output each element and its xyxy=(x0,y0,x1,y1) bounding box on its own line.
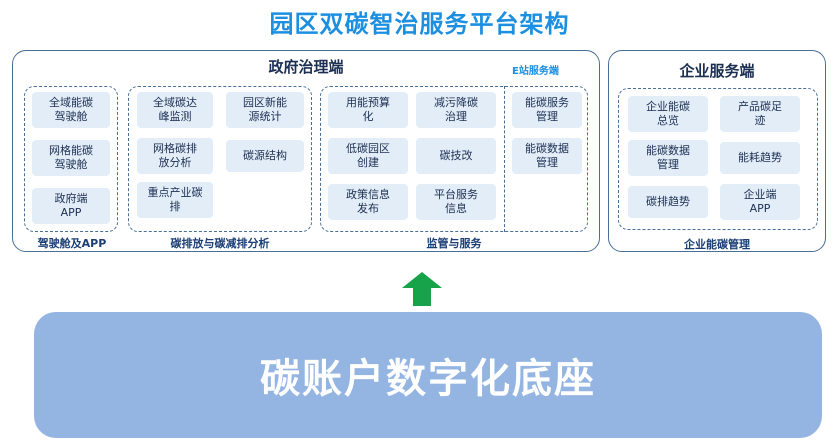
estation-item: 能碳数据 管理 xyxy=(512,138,582,174)
estation-item: 能碳服务 管理 xyxy=(512,92,582,128)
up-arrow-icon xyxy=(402,272,442,306)
gov-panel xyxy=(12,50,600,252)
estation-divider xyxy=(504,86,505,232)
supervision-group-label: 监管与服务 xyxy=(426,237,482,250)
cockpit-group xyxy=(24,86,118,232)
ent-item: 企业端 APP xyxy=(720,184,800,220)
emission-group-label: 碳排放与碳减排分析 xyxy=(170,237,270,250)
estation-label: E站服务端 xyxy=(512,66,559,77)
emission-item: 碳源结构 xyxy=(226,140,304,172)
emission-item: 园区新能 源统计 xyxy=(226,92,304,128)
ent-item: 能耗趋势 xyxy=(720,142,800,174)
supervision-item: 低碳园区 创建 xyxy=(328,138,408,174)
cockpit-item: 网格能碳 驾驶舱 xyxy=(32,140,110,176)
ent-item: 企业能碳 总览 xyxy=(628,96,708,132)
supervision-item: 政策信息 发布 xyxy=(328,184,408,220)
ent-item: 产品碳足 迹 xyxy=(720,96,800,132)
gov-panel-title: 政府治理端 xyxy=(268,58,344,76)
ent-group xyxy=(618,88,818,230)
supervision-item: 平台服务 信息 xyxy=(416,184,496,220)
cockpit-group-label: 驾驶舱及APP xyxy=(37,237,107,250)
cockpit-item: 全域能碳 驾驶舱 xyxy=(32,92,110,128)
emission-group xyxy=(128,86,312,232)
diagram-title: 园区双碳智治服务平台架构 xyxy=(269,10,570,38)
ent-item: 碳排趋势 xyxy=(628,186,708,218)
ent-group-label: 企业能碳管理 xyxy=(684,238,750,251)
base-foundation: 碳账户数字化底座 xyxy=(34,312,822,438)
emission-item: 全域碳达 峰监测 xyxy=(137,92,213,128)
emission-item: 网格碳排 放分析 xyxy=(137,138,213,174)
ent-panel-title: 企业服务端 xyxy=(679,62,755,80)
emission-item: 重点产业碳 排 xyxy=(137,182,213,218)
ent-item: 能碳数据 管理 xyxy=(628,140,708,176)
cockpit-item: 政府端 APP xyxy=(32,188,110,224)
supervision-group xyxy=(320,86,588,232)
supervision-item: 碳技改 xyxy=(416,138,496,174)
supervision-item: 用能预算 化 xyxy=(328,92,408,128)
supervision-item: 减污降碳 治理 xyxy=(416,92,496,128)
